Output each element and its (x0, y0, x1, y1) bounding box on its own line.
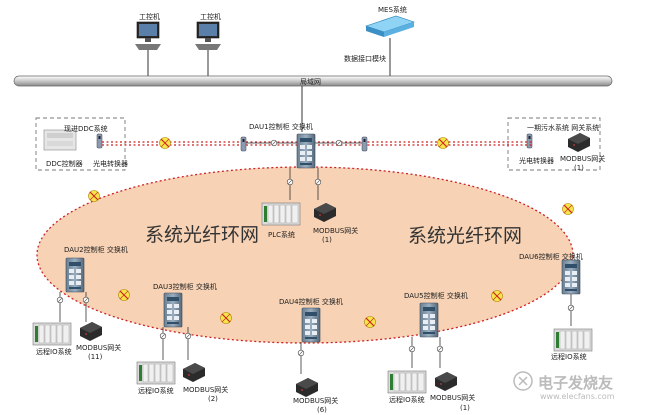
dau5-io-icon (387, 370, 427, 394)
right-gateway-label: MODBUS网关 (560, 155, 606, 163)
mes-label: MES系统 (378, 6, 407, 14)
right-modbus-gateway-icon (568, 133, 590, 152)
right-box-title: 一期污水系统 网关系统 (527, 124, 600, 132)
dau3-gateway-label: MODBUS网关 (183, 386, 229, 394)
coupler-icon (363, 315, 377, 329)
coupler-icon (117, 288, 131, 302)
dau5-gateway-count: (1) (460, 404, 470, 412)
link-icon (314, 178, 322, 186)
watermark-logo-icon (513, 371, 533, 391)
ddc-title: 现进DDC系统 (64, 125, 108, 133)
dau2-switch-icon (65, 257, 85, 293)
dau4-modbus-gateway-icon (296, 378, 318, 397)
dau5-switch-icon (419, 302, 439, 338)
coupler-icon (87, 189, 101, 203)
link-icon (159, 332, 167, 340)
ddc-converter-label: 光电转换器 (93, 160, 128, 168)
ddc-controller (43, 129, 77, 151)
dau3-io-icon (136, 361, 176, 385)
dau1-right-converter (361, 136, 368, 152)
dau5-gateway-label: MODBUS网关 (430, 394, 476, 402)
link-icon (56, 296, 64, 304)
dau4-gateway-label: MODBUS网关 (293, 397, 339, 405)
dau3-gateway-count: (2) (208, 395, 218, 403)
dau5-io-label: 远程IO系统 (389, 396, 425, 404)
ddc-converter (96, 133, 103, 149)
dau6-switch-icon (561, 259, 581, 295)
link-icon (270, 139, 278, 147)
dau1-switch-icon (296, 133, 316, 169)
ddc-controller-label: DDC控制器 (46, 160, 83, 168)
coupler-icon (561, 202, 575, 216)
link-icon (184, 332, 192, 340)
link-icon (82, 296, 90, 304)
dau1-left-converter (240, 136, 247, 152)
coupler-icon (158, 136, 172, 150)
coupler-icon (219, 311, 233, 325)
dau2-io-icon (32, 322, 72, 346)
dau4-label: DAU4控制柜 交换机 (279, 298, 343, 306)
dau3-label: DAU3控制柜 交换机 (153, 283, 217, 291)
dau3-switch-icon (163, 292, 183, 328)
dau2-gateway-label: MODBUS网关 (76, 344, 122, 352)
dau1-gateway-label: MODBUS网关 (313, 227, 359, 235)
dau5-label: DAU5控制柜 交换机 (404, 292, 468, 300)
right-system-box (507, 117, 601, 171)
coupler-icon (436, 136, 450, 150)
dau2-io-label: 远程IO系统 (36, 348, 72, 356)
lan-bus (13, 75, 613, 87)
mes-router (365, 15, 415, 37)
link-icon (567, 304, 575, 312)
dau1-label: DAU1控制柜 交换机 (249, 123, 313, 131)
ring-title-right: 系统光纤环网 (408, 225, 523, 247)
watermark-url: www.elecfans.com (540, 392, 615, 401)
dau6-label: DAU6控制柜 交换机 (519, 253, 583, 261)
right-gateway-count: (1) (574, 164, 584, 172)
dau1-plc-label: PLC系统 (268, 231, 296, 239)
watermark-text: 电子发烧友 (538, 374, 614, 392)
dau1-plc-icon (261, 202, 301, 226)
dau6-io-icon (553, 328, 593, 352)
dau3-io-label: 远程IO系统 (138, 387, 174, 395)
dau2-gateway-count: (11) (88, 353, 103, 361)
dau1-gateway-count: (1) (322, 236, 332, 244)
dau4-gateway-count: (6) (317, 406, 327, 414)
dau2-modbus-gateway-icon (80, 322, 102, 341)
workstation-label-2: 工控机 (200, 13, 221, 21)
link-icon (286, 178, 294, 186)
dau5-modbus-gateway-icon (435, 372, 457, 391)
link-icon (297, 349, 305, 357)
link-icon (408, 345, 416, 353)
workstation-label-1: 工控机 (139, 13, 160, 21)
dau6-io-label: 远程IO系统 (551, 353, 587, 361)
link-icon (335, 139, 343, 147)
dau3-modbus-gateway-icon (183, 363, 205, 382)
lan-label: 局域网 (300, 78, 321, 86)
workstation-2 (195, 21, 221, 50)
dau4-switch-icon (301, 307, 321, 343)
data-interface-label: 数据接口模块 (344, 55, 386, 63)
right-converter-label: 光电转换器 (519, 157, 554, 165)
ddc-box (35, 117, 126, 171)
coupler-icon (490, 289, 504, 303)
dau2-label: DAU2控制柜 交换机 (64, 246, 128, 254)
right-converter (526, 133, 533, 149)
workstation-1 (135, 21, 161, 50)
ring-title-left: 系统光纤环网 (145, 224, 260, 246)
link-icon (436, 345, 444, 353)
